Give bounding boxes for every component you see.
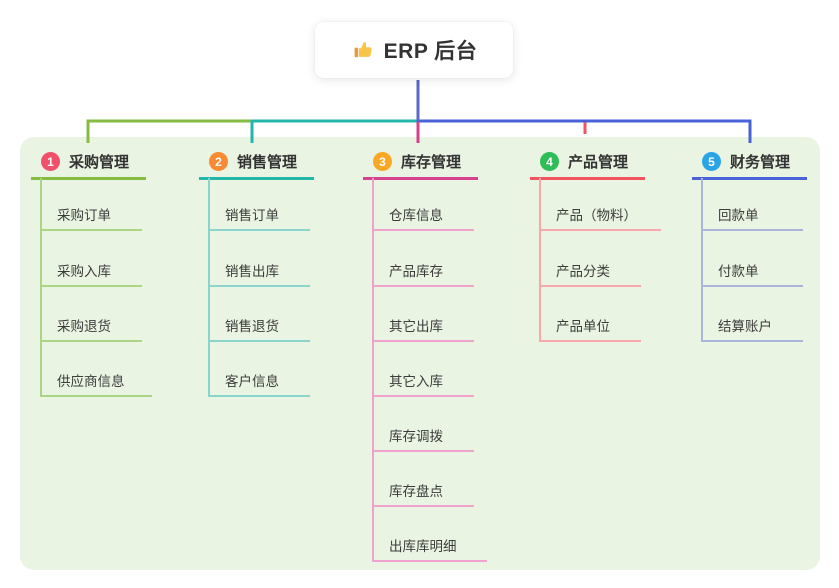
mindmap-panel [20,137,820,570]
child-label: 其它出库 [389,319,443,334]
branch-node-product[interactable]: 4 产品管理 [530,148,628,175]
child-node[interactable]: 销售出库 [208,259,310,287]
branch-label: 销售管理 [237,154,298,171]
branch-node-finance[interactable]: 5 财务管理 [692,148,790,175]
child-label: 销售订单 [225,208,279,223]
branch-underline [530,177,645,180]
child-node[interactable]: 结算账户 [701,314,803,342]
branch-node-inventory[interactable]: 3 库存管理 [363,148,461,175]
branch-stem-line [208,178,210,397]
child-label: 出库库明细 [389,539,457,554]
child-label: 产品分类 [556,264,610,279]
root-node[interactable]: ERP 后台 [315,22,513,78]
child-label: 采购退货 [57,319,111,334]
child-label: 回款单 [718,208,759,223]
root-label: ERP 后台 [383,40,478,63]
child-label: 付款单 [718,264,759,279]
branch-node-sales[interactable]: 2 销售管理 [199,148,297,175]
branch-underline [363,177,478,180]
branch-badge: 5 [702,152,721,171]
branch-stem-line [372,178,374,562]
child-label: 结算账户 [718,319,772,334]
branch-label: 采购管理 [69,154,130,171]
child-label: 其它入库 [389,374,443,389]
child-node[interactable]: 销售退货 [208,314,310,342]
child-node[interactable]: 产品分类 [539,259,641,287]
child-node[interactable]: 产品单位 [539,314,641,342]
branch-sales: 2 销售管理 销售订单 销售出库 销售退货 客户信息 [199,0,339,588]
child-label: 库存调拨 [389,429,443,444]
child-label: 仓库信息 [389,208,443,223]
branch-label: 财务管理 [730,154,791,171]
branch-node-purchase[interactable]: 1 采购管理 [31,148,129,175]
child-node[interactable]: 其它出库 [372,314,474,342]
thumbs-up-icon [351,38,375,62]
child-label: 供应商信息 [57,374,125,389]
branch-finance: 5 财务管理 回款单 付款单 结算账户 [692,0,832,588]
branch-underline [31,177,146,180]
branch-inventory: 3 库存管理 仓库信息 产品库存 其它出库 其它入库 库存调拨 库存盘点 出库库… [363,0,503,588]
child-label: 产品单位 [556,319,610,334]
child-label: 采购入库 [57,264,111,279]
child-label: 产品（物料） [556,208,637,223]
child-node[interactable]: 回款单 [701,203,803,231]
branch-badge: 3 [373,152,392,171]
branch-badge: 2 [209,152,228,171]
child-label: 产品库存 [389,264,443,279]
child-node[interactable]: 产品（物料） [539,203,661,231]
child-node[interactable]: 供应商信息 [40,369,152,397]
branch-underline [692,177,807,180]
child-node[interactable]: 采购退货 [40,314,142,342]
branch-label: 产品管理 [568,154,629,171]
child-node[interactable]: 付款单 [701,259,803,287]
branch-label: 库存管理 [401,154,462,171]
branch-underline [199,177,314,180]
branch-badge: 1 [41,152,60,171]
branch-badge: 4 [540,152,559,171]
child-label: 客户信息 [225,374,279,389]
branch-product: 4 产品管理 产品（物料） 产品分类 产品单位 [530,0,670,588]
child-node[interactable]: 产品库存 [372,259,474,287]
child-node[interactable]: 库存盘点 [372,479,474,507]
child-node[interactable]: 采购入库 [40,259,142,287]
child-label: 库存盘点 [389,484,443,499]
child-node[interactable]: 出库库明细 [372,534,487,562]
child-node[interactable]: 客户信息 [208,369,310,397]
child-label: 采购订单 [57,208,111,223]
child-label: 销售出库 [225,264,279,279]
child-node[interactable]: 库存调拨 [372,424,474,452]
child-label: 销售退货 [225,319,279,334]
child-node[interactable]: 其它入库 [372,369,474,397]
child-node[interactable]: 仓库信息 [372,203,474,231]
child-node[interactable]: 销售订单 [208,203,310,231]
branch-purchase: 1 采购管理 采购订单 采购入库 采购退货 供应商信息 [31,0,171,588]
branch-stem-line [539,178,541,342]
branch-stem-line [701,178,703,342]
branch-stem-line [40,178,42,397]
child-node[interactable]: 采购订单 [40,203,142,231]
